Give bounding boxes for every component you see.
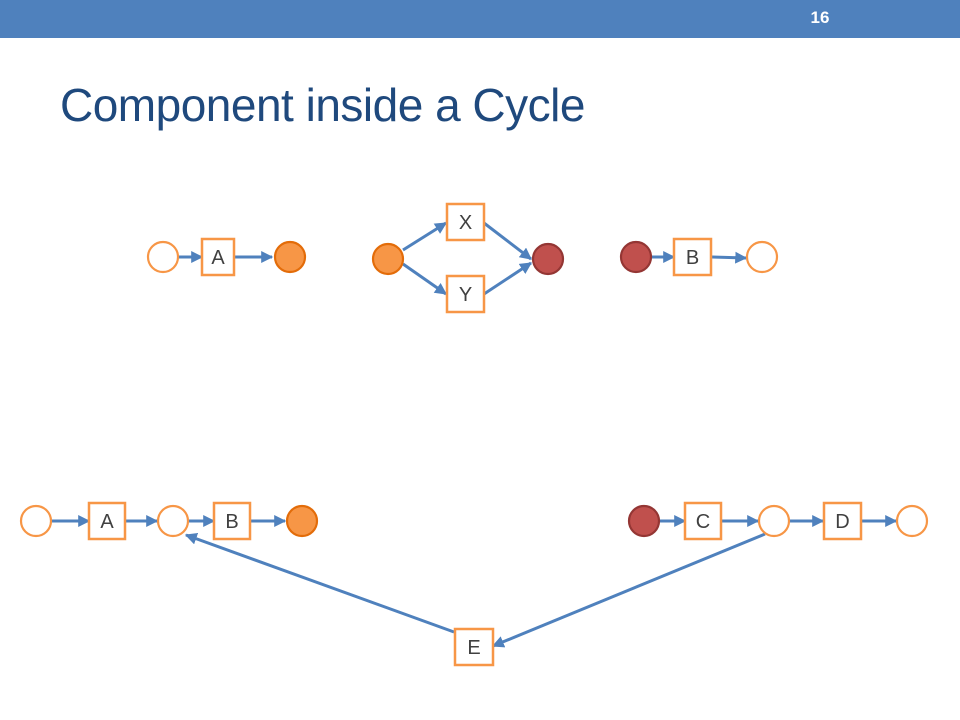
place-source <box>371 242 405 276</box>
arc <box>402 262 447 296</box>
arc <box>711 251 748 264</box>
arc <box>184 533 455 634</box>
place-empty <box>745 240 779 274</box>
arc <box>491 532 766 648</box>
transition-label: B <box>225 511 238 533</box>
transition-label: Y <box>459 284 472 306</box>
transition-b <box>212 501 252 541</box>
arc <box>402 221 448 252</box>
place-source <box>273 240 307 274</box>
transition-label: X <box>459 212 472 234</box>
arc <box>483 221 532 261</box>
place-sink <box>619 240 653 274</box>
transition-y <box>445 274 486 314</box>
transition-label: E <box>467 637 480 659</box>
transition-e <box>453 627 495 667</box>
transition-label: A <box>211 247 225 269</box>
transition-x <box>445 202 486 242</box>
arc <box>483 261 533 296</box>
transition-label: A <box>100 511 114 533</box>
place-source <box>285 504 319 538</box>
transition-d <box>822 501 863 541</box>
place-empty <box>19 504 53 538</box>
place-sink <box>531 242 565 276</box>
transition-b <box>672 237 713 277</box>
transition-c <box>683 501 723 541</box>
bottom-cycle: A B C D E <box>19 501 929 667</box>
place-empty <box>156 504 190 538</box>
slide-number: 16 <box>810 8 830 27</box>
header-bar <box>0 0 960 38</box>
top-component-xy: X Y <box>371 202 565 314</box>
place-empty <box>757 504 791 538</box>
transition-a <box>200 237 236 277</box>
place-empty <box>895 504 929 538</box>
transition-label: B <box>686 247 699 269</box>
transition-label: C <box>696 511 710 533</box>
top-component-a: A <box>146 237 307 277</box>
transition-label: D <box>835 511 849 533</box>
transition-a <box>87 501 127 541</box>
top-component-b: B <box>619 237 779 277</box>
slide-title: Component inside a Cycle <box>60 79 585 131</box>
place-empty <box>146 240 180 274</box>
place-sink <box>627 504 661 538</box>
